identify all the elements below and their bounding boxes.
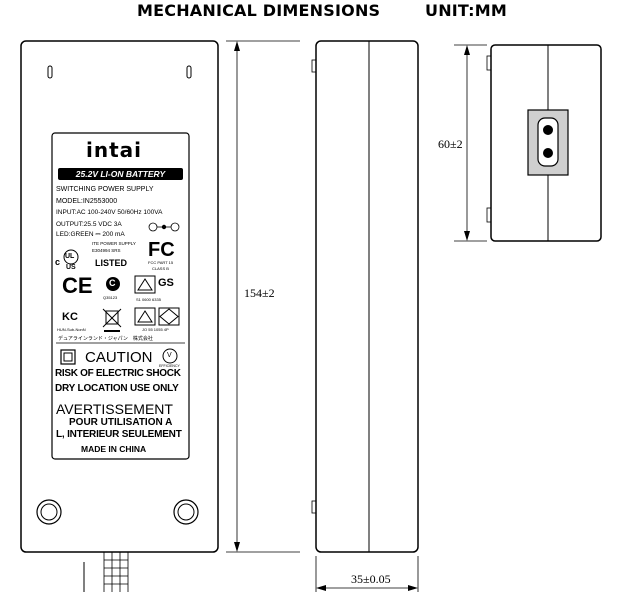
side-tab-bottom xyxy=(311,500,317,514)
led-rating: LED:GREEN ⎓ 200 mA xyxy=(56,231,125,238)
inlet-pin-bottom-icon xyxy=(543,148,553,158)
efficiency-circle xyxy=(162,348,178,364)
foot-right-outer xyxy=(173,499,199,525)
side-body xyxy=(315,40,419,553)
weee-bin-icon xyxy=(102,308,122,332)
fcc-note2: CLASS B xyxy=(152,266,169,271)
pse-triangle-icon xyxy=(137,310,153,323)
dimension-width xyxy=(454,44,487,242)
end-view xyxy=(486,44,602,242)
avertissement-text: AVERTISSEMENT xyxy=(56,401,173,417)
vent-slot-left xyxy=(47,65,53,79)
efficiency-mark: V xyxy=(167,352,172,359)
pse-diamond-icon xyxy=(159,308,179,325)
cable xyxy=(83,552,129,592)
ul-file-line1: ITE POWER SUPPLY xyxy=(92,241,136,246)
dimension-length xyxy=(226,40,300,553)
side-tab-top xyxy=(311,59,317,73)
double-insulation-outer xyxy=(60,349,76,365)
label-panel xyxy=(51,132,190,460)
tuv-code: S1 0600 6335 xyxy=(136,297,161,302)
drawing-title: MECHANICAL DIMENSIONS xyxy=(137,1,381,20)
shock-warning: RISK OF ELECTRIC SHOCK xyxy=(55,368,181,379)
model-number: MODEL:IN2553000 xyxy=(56,198,118,205)
tuv-box xyxy=(134,275,156,294)
end-tab-bottom xyxy=(486,207,492,223)
brand-logo: intai xyxy=(86,138,143,162)
pse-box-left xyxy=(134,307,156,326)
efficiency-label: EFFICIENCY xyxy=(159,364,180,368)
output-rating: OUTPUT:25.5 VDC 3A xyxy=(56,221,122,228)
fcc-logo: FC xyxy=(148,239,175,261)
inlet-pin-top-icon xyxy=(543,125,553,135)
gs-mark: GS xyxy=(158,277,174,289)
foot-left-outer xyxy=(36,499,62,525)
dry-location-warning: DRY LOCATION USE ONLY xyxy=(55,383,179,394)
pse-code: JO 55 1055 4P xyxy=(142,327,169,332)
battery-type: 25.2V LI-ON BATTERY xyxy=(75,169,166,179)
pse-box-right xyxy=(158,307,180,326)
product-name: SWITCHING POWER SUPPLY xyxy=(56,186,154,193)
dim-width-text: 60±2 xyxy=(438,137,463,151)
input-rating: INPUT:AC 100-240V 50/60Hz 100VA xyxy=(56,209,163,216)
cmark-code: Q35123 xyxy=(103,295,118,300)
kc-mark: KC xyxy=(62,311,78,323)
vent-slot-right xyxy=(186,65,192,79)
ce-mark: CE xyxy=(62,273,93,298)
c-tick-mark: C xyxy=(109,278,116,288)
cmark-circle xyxy=(106,277,120,291)
ul-listed: LISTED xyxy=(95,258,128,268)
ul-circle xyxy=(63,249,79,265)
kc-note: HUN-Sub-NonN xyxy=(57,327,86,332)
side-view xyxy=(311,40,419,553)
polarity-icon xyxy=(148,222,180,232)
double-insulation-inner xyxy=(63,352,73,362)
front-view xyxy=(20,40,219,592)
fcc-note1: FCC PART 15 xyxy=(148,260,174,265)
japan-importer: デュアラインランド・ジャパン 株式会社 xyxy=(58,336,153,342)
end-tab-top xyxy=(486,55,492,71)
unit-label: UNIT:MM xyxy=(425,1,508,20)
ul-c: c xyxy=(55,257,61,267)
dimension-thickness xyxy=(315,556,419,592)
ul-file-line2: E304994 SRS xyxy=(92,248,121,253)
ul-us: US xyxy=(66,264,76,271)
dim-thickness-text: 35±0.05 xyxy=(351,572,391,586)
french-usage-line1: POUR UTILISATION A xyxy=(69,417,173,428)
french-usage-line2: L, INTERIEUR SEULEMENT xyxy=(56,429,182,440)
foot-right-inner xyxy=(177,503,195,521)
foot-left-inner xyxy=(40,503,58,521)
tuv-triangle-icon xyxy=(137,278,153,291)
ul-mark: UL xyxy=(65,253,75,260)
battery-banner xyxy=(58,168,183,180)
dim-length-text: 154±2 xyxy=(244,286,275,300)
caution-text: CAUTION xyxy=(85,349,153,366)
origin-text: MADE IN CHINA xyxy=(81,444,147,454)
